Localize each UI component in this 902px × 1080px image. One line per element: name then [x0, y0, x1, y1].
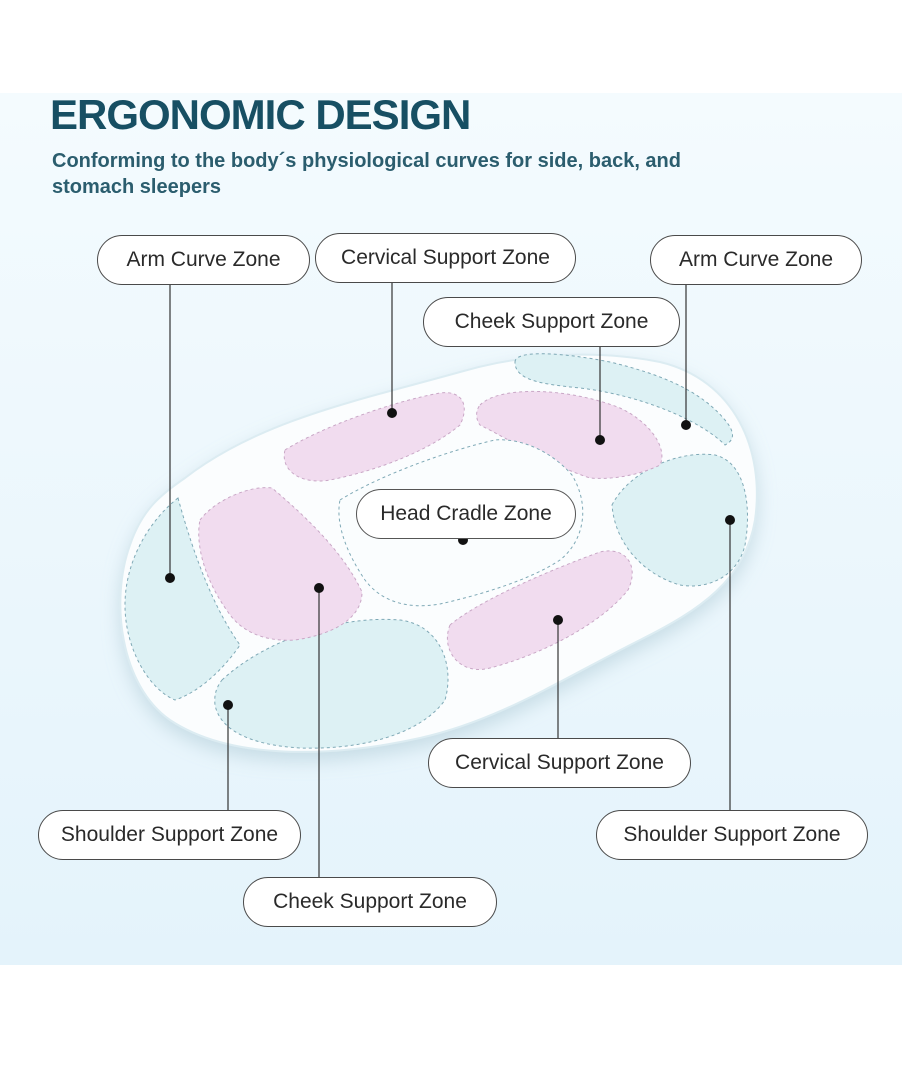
cervical-zone-bottom: [446, 550, 633, 670]
dot-shoulder-right: [725, 515, 735, 525]
cheek-zone-bottom: [198, 487, 363, 641]
arm-curve-zone-right: [514, 353, 733, 446]
label-arm-curve-left: Arm Curve Zone: [97, 235, 310, 285]
dot-arm-left: [165, 573, 175, 583]
label-shoulder-left: Shoulder Support Zone: [38, 810, 301, 860]
arm-curve-zone-left: [124, 497, 241, 701]
label-cervical-top: Cervical Support Zone: [315, 233, 576, 283]
label-cheek-bottom: Cheek Support Zone: [243, 877, 497, 927]
label-cheek-top: Cheek Support Zone: [423, 297, 680, 347]
dot-cervical-bottom: [553, 615, 563, 625]
page-subtitle: Conforming to the body´s physiological c…: [52, 150, 681, 198]
leader-lines: [169, 283, 731, 878]
dot-arm-right: [681, 420, 691, 430]
label-shoulder-right: Shoulder Support Zone: [596, 810, 868, 860]
label-arm-curve-right: Arm Curve Zone: [650, 235, 862, 285]
dot-cheek-top: [595, 435, 605, 445]
label-head-cradle: Head Cradle Zone: [356, 489, 576, 539]
page-title: ERGONOMIC DESIGN: [50, 91, 471, 138]
dot-cervical-top: [387, 408, 397, 418]
dot-shoulder-left: [223, 700, 233, 710]
label-cervical-bottom: Cervical Support Zone: [428, 738, 691, 788]
cervical-zone-top: [283, 392, 465, 482]
dot-cheek-bottom: [314, 583, 324, 593]
shoulder-zone-right: [611, 453, 748, 587]
cheek-zone-top: [476, 390, 663, 479]
